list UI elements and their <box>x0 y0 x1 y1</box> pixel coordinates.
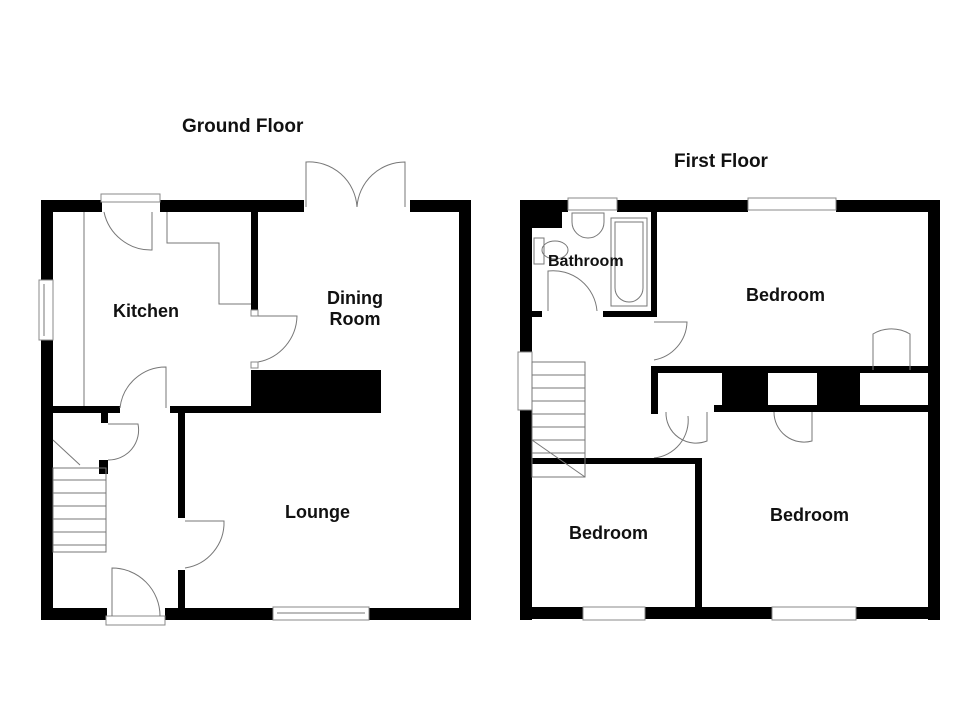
ff-wall-top-c <box>836 200 940 212</box>
basin-icon <box>571 212 605 239</box>
ff-wall-small-bedroom-top <box>532 458 702 464</box>
gf-kitchen-hall-door <box>119 366 167 409</box>
gf-kitchen-back-door <box>103 211 153 251</box>
gf-wall-top-b <box>160 200 304 212</box>
ff-chimney-block-a <box>722 373 768 411</box>
gf-partition-kitchen-dining <box>251 212 258 310</box>
ff-landing-window <box>517 351 533 411</box>
ff-wall-bottom-a <box>520 607 583 619</box>
gf-lounge-door <box>184 520 225 569</box>
toilet-cistern-icon <box>533 237 545 265</box>
gf-staircase <box>52 439 107 553</box>
ff-large-bedroom-window <box>771 606 857 621</box>
gf-wall-kitchen-bottom-a <box>53 406 120 413</box>
gf-wall-left <box>41 200 53 620</box>
ff-rear-bedroom-window <box>747 197 837 211</box>
ff-large-bedroom-door <box>653 415 689 459</box>
first-floor-title: First Floor <box>674 151 768 172</box>
room-label-small-bedroom: Bedroom <box>569 523 649 543</box>
ff-staircase <box>531 361 586 478</box>
room-label-dining-line1: Dining <box>327 288 383 308</box>
ff-chimney-block-b <box>817 373 860 411</box>
toilet-icon <box>541 240 569 260</box>
gf-wall-bottom-c <box>369 608 471 620</box>
ff-wardrobe-door <box>872 328 911 370</box>
room-label-large-bedroom: Bedroom <box>770 505 850 525</box>
ff-cupboard-door-a <box>665 411 708 444</box>
gf-front-door <box>111 567 161 617</box>
gf-kitchen-side-window <box>38 279 54 341</box>
ff-wall-bottom-b <box>645 607 772 619</box>
ff-small-bedroom-window <box>582 606 646 621</box>
gf-dining-door <box>257 315 298 363</box>
ff-rear-bedroom-door <box>653 321 688 361</box>
ff-wall-bottom-c <box>856 607 940 619</box>
ff-cupboard-door-b <box>773 411 813 443</box>
gf-understairs-cupboard-door <box>107 423 140 461</box>
ff-bathroom-wall-right <box>651 212 657 317</box>
ff-wall-landing-bedroom <box>651 366 928 373</box>
room-label-rear-bedroom: Bedroom <box>746 285 826 305</box>
gf-french-door-left <box>305 161 358 208</box>
ff-wall-bedrooms-divider <box>695 458 702 608</box>
gf-chimney-breast <box>251 370 381 413</box>
gf-front-door-frame <box>105 615 166 626</box>
ff-wall-top-b <box>617 200 748 212</box>
gf-wall-bottom-a <box>41 608 107 620</box>
ground-floor-plan <box>38 161 471 626</box>
gf-wall-kitchen-bottom-b <box>170 406 381 413</box>
ff-bathroom-door <box>547 270 598 312</box>
room-label-lounge: Lounge <box>285 502 350 522</box>
room-label-kitchen: Kitchen <box>113 301 180 321</box>
gf-wall-bottom-b <box>165 608 273 620</box>
gf-kitchen-worktop-right <box>166 212 251 305</box>
gf-wall-top-a <box>41 200 102 212</box>
gf-kitchen-door-frame <box>100 193 161 203</box>
gf-wall-top-c <box>410 200 471 212</box>
room-label-dining-room: Dining Room <box>322 288 388 330</box>
bath-icon <box>610 217 648 307</box>
room-label-dining-line2: Room <box>329 309 381 329</box>
ff-wall-top-a <box>520 200 568 212</box>
gf-french-door-right <box>356 161 406 208</box>
room-label-bathroom: Bathroom <box>548 253 624 270</box>
ff-bathroom-fixtures <box>533 212 648 307</box>
gf-wall-right <box>459 200 471 620</box>
ff-wall-right <box>928 200 940 620</box>
first-floor-plan <box>517 197 940 621</box>
ff-bathroom-window <box>567 197 618 211</box>
ground-floor-title: Ground Floor <box>182 116 304 137</box>
gf-partition-hall-lounge <box>178 413 185 518</box>
